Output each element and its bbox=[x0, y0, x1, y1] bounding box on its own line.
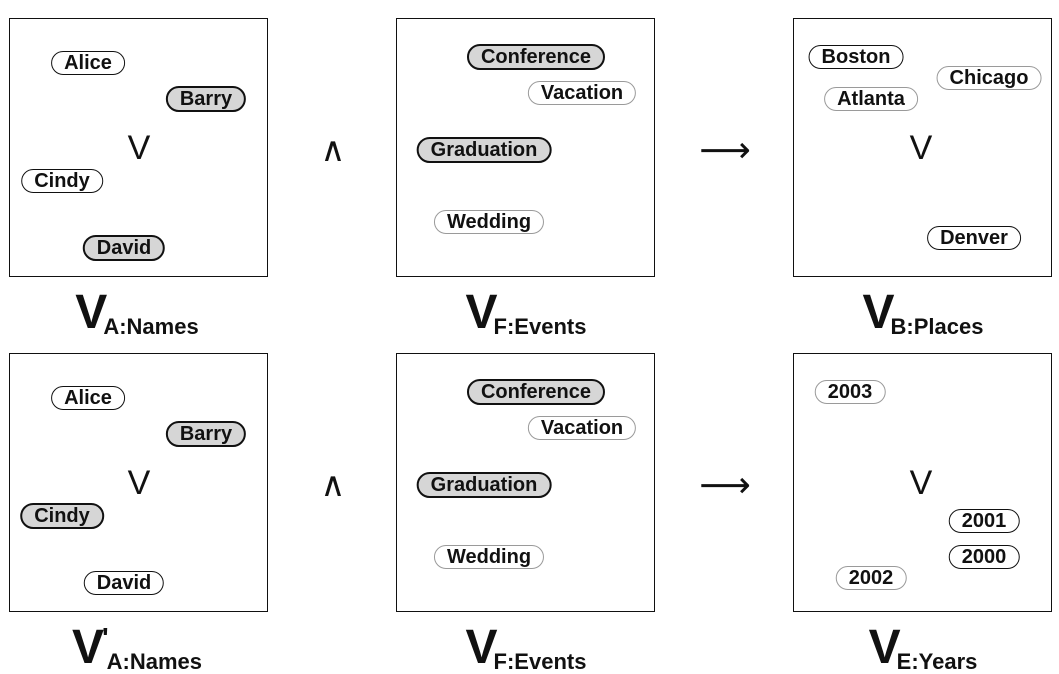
panel-names: Alice Barry V Cindy David bbox=[9, 18, 268, 277]
panel-events: Conference Vacation Graduation Wedding bbox=[396, 18, 655, 277]
pill-cindy: Cindy bbox=[20, 503, 104, 529]
implies-arrow: ⟶ bbox=[699, 464, 751, 505]
pill-wedding: Wedding bbox=[433, 545, 545, 569]
panel-places: Boston Chicago Atlanta V Denver bbox=[793, 18, 1052, 277]
pill-barry: Barry bbox=[165, 421, 247, 447]
or-symbol: V bbox=[127, 464, 151, 502]
caption-places: VB:Places bbox=[862, 286, 984, 339]
panel-names-prime: Alice Barry V Cindy David bbox=[9, 353, 268, 612]
pill-conference: Conference bbox=[466, 379, 606, 405]
pill-alice: Alice bbox=[51, 51, 125, 75]
panel-events: Conference Vacation Graduation Wedding bbox=[396, 353, 655, 612]
panel-years: 2003 V 2001 2000 2002 bbox=[793, 353, 1052, 612]
pill-graduation: Graduation bbox=[416, 472, 552, 498]
pill-alice: Alice bbox=[51, 386, 125, 410]
or-symbol: V bbox=[909, 464, 933, 502]
pill-graduation: Graduation bbox=[416, 137, 552, 163]
formula-row-2: Alice Barry V Cindy David V'A:Names ∧ Co… bbox=[0, 335, 1059, 674]
pill-conference: Conference bbox=[466, 44, 606, 70]
caption-events: VF:Events bbox=[465, 286, 587, 339]
caption-names: VA:Names bbox=[75, 286, 199, 339]
pill-vacation: Vacation bbox=[527, 416, 637, 440]
caption-years: VE:Years bbox=[868, 621, 978, 674]
and-symbol: ∧ bbox=[320, 466, 346, 504]
caption-events: VF:Events bbox=[465, 621, 587, 674]
or-symbol: V bbox=[909, 129, 933, 167]
pill-cindy: Cindy bbox=[21, 169, 103, 193]
pill-2000: 2000 bbox=[948, 545, 1020, 569]
pill-2001: 2001 bbox=[948, 509, 1020, 533]
pill-atlanta: Atlanta bbox=[824, 87, 918, 111]
or-symbol: V bbox=[127, 129, 151, 167]
and-symbol: ∧ bbox=[320, 131, 346, 169]
pill-chicago: Chicago bbox=[936, 66, 1042, 90]
pill-wedding: Wedding bbox=[433, 210, 545, 234]
pill-vacation: Vacation bbox=[527, 81, 637, 105]
pill-david: David bbox=[83, 571, 165, 595]
formula-row-1: Alice Barry V Cindy David VA:Names ∧ Con… bbox=[0, 0, 1059, 339]
pill-barry: Barry bbox=[165, 86, 247, 112]
caption-names-prime: V'A:Names bbox=[71, 621, 203, 674]
pill-david: David bbox=[82, 235, 166, 261]
pill-2003: 2003 bbox=[814, 380, 886, 404]
pill-boston: Boston bbox=[808, 45, 904, 69]
pill-2002: 2002 bbox=[835, 566, 907, 590]
implies-arrow: ⟶ bbox=[699, 129, 751, 170]
pill-denver: Denver bbox=[927, 226, 1021, 250]
